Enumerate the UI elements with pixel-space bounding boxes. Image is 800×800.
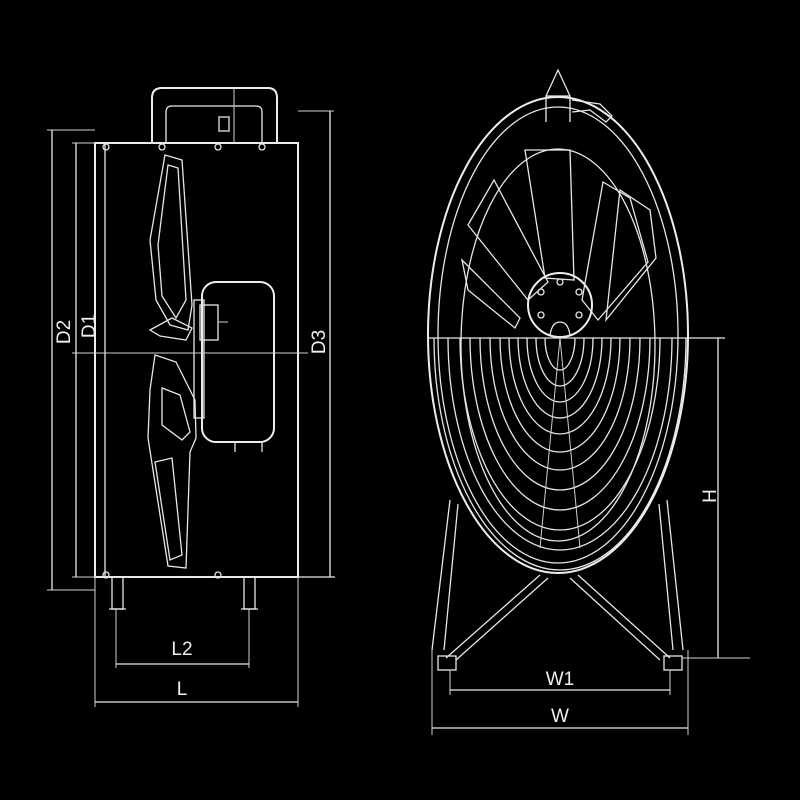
guard-ring	[479, 337, 641, 491]
guard-ring	[459, 337, 661, 531]
fan-blade	[149, 154, 193, 331]
dim-label-l: L	[177, 679, 188, 700]
dim-label-l2: L2	[171, 639, 192, 660]
dim-label-d2: D2	[54, 320, 75, 344]
dim-label-h: H	[700, 489, 721, 503]
lifting-handle	[151, 87, 278, 143]
guard-spoke	[539, 337, 561, 549]
side-housing	[94, 142, 299, 578]
motor	[201, 281, 275, 443]
dim-label-d1: D1	[79, 314, 100, 338]
guard-ring	[499, 337, 621, 453]
guard-ring	[447, 337, 673, 551]
guard-ring	[517, 337, 603, 419]
front-blades	[460, 149, 657, 330]
guard-ring	[535, 337, 585, 387]
dim-label-d3: D3	[309, 330, 330, 354]
front-housing	[427, 96, 689, 574]
guard-ring	[433, 337, 687, 571]
fan-blade	[147, 354, 197, 569]
front-view: H W1 W	[427, 68, 750, 735]
guard-ring	[489, 337, 631, 471]
guard-ring	[469, 337, 651, 511]
front-hub	[527, 272, 593, 338]
dim-label-w1: W1	[546, 669, 575, 690]
wire-guard	[433, 337, 687, 571]
guard-spoke	[559, 337, 581, 549]
guard-ring	[544, 337, 576, 371]
guard-ring	[526, 337, 594, 403]
dim-label-w: W	[551, 706, 569, 727]
guard-ring	[508, 337, 612, 435]
side-view: D2 D1 D3 L2 L	[47, 87, 335, 707]
